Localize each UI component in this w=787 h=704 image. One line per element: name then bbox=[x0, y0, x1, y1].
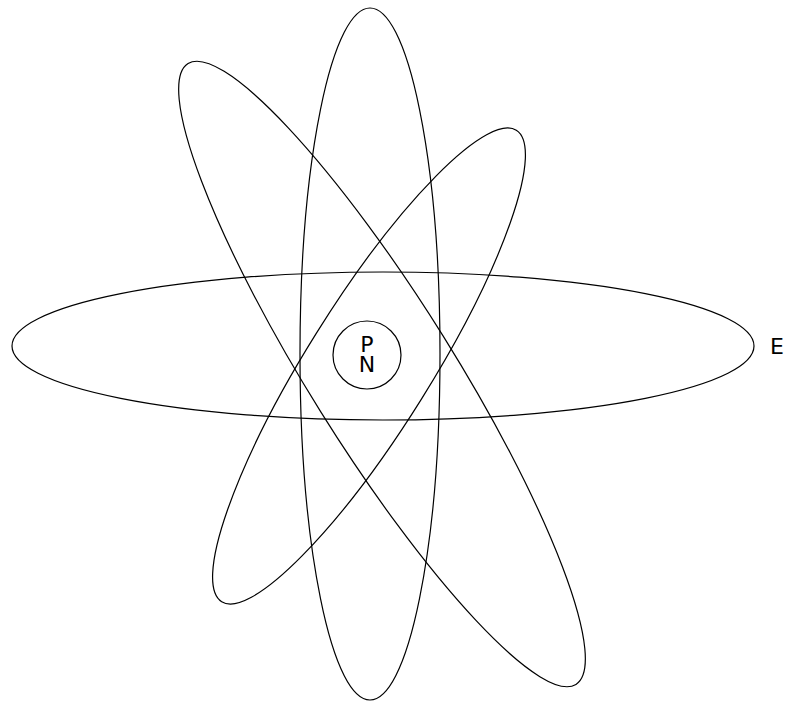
orbit bbox=[169, 97, 569, 634]
particle-letter: P bbox=[332, 335, 402, 355]
orbit bbox=[300, 8, 440, 700]
particle-letter: N bbox=[332, 355, 402, 375]
orbit bbox=[12, 272, 754, 420]
electron-label: E bbox=[770, 335, 784, 359]
nucleus-circle: PN bbox=[332, 320, 402, 390]
orbit bbox=[127, 25, 637, 704]
